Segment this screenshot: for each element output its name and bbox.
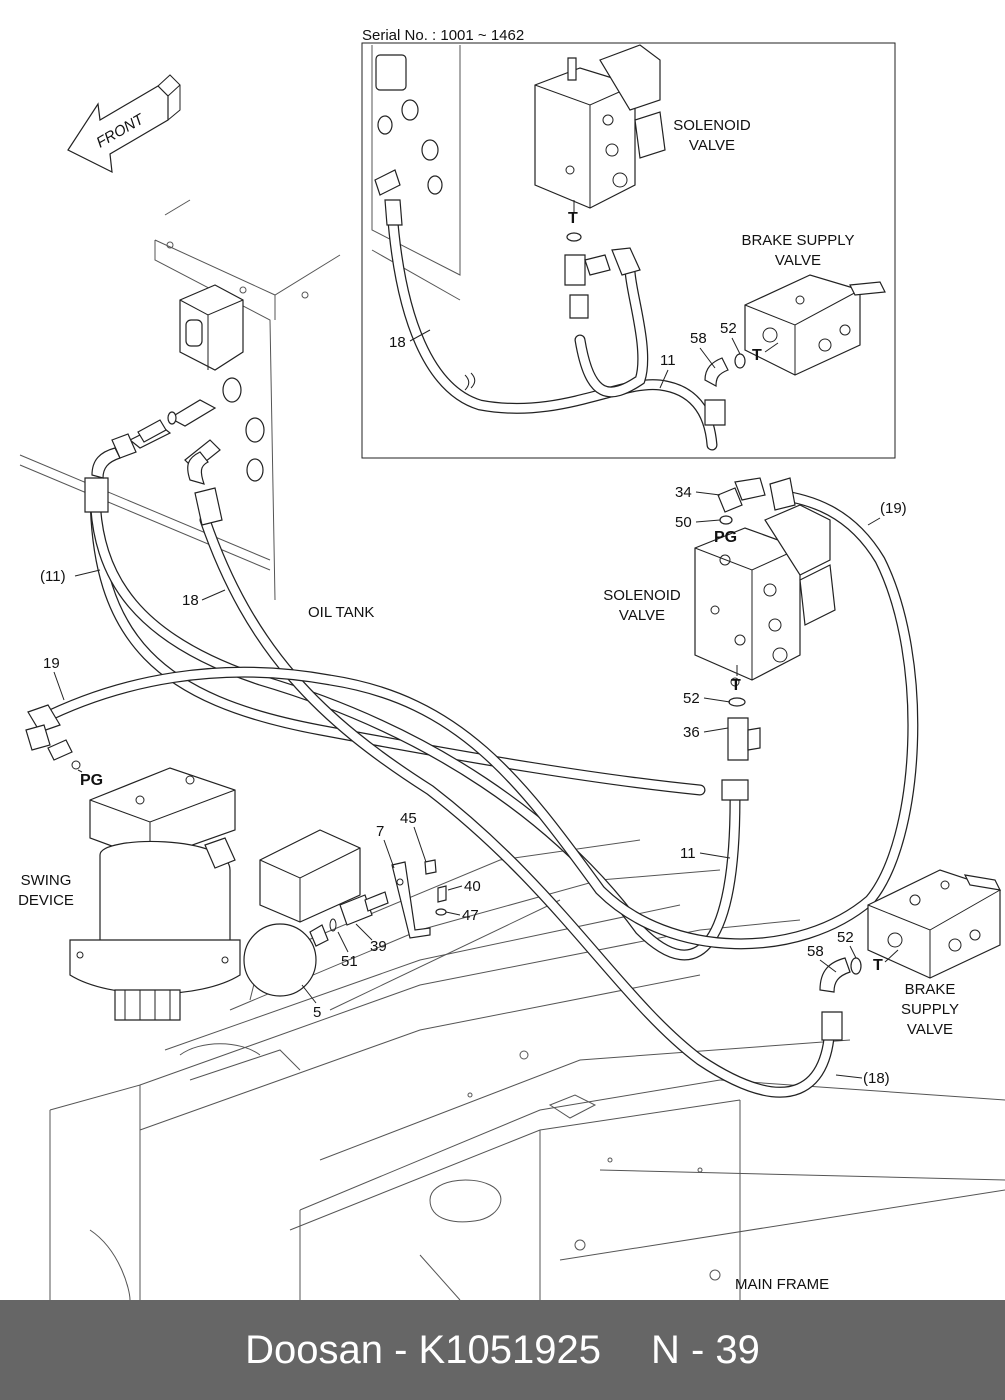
callout-19-paren: (19): [880, 500, 907, 517]
bracket-cover: [259, 829, 361, 923]
bracket-7: [391, 859, 447, 939]
callout-58-brake: 58: [807, 943, 824, 960]
solenoid-label-1: SOLENOID: [603, 587, 681, 604]
callout-19-left: 19: [43, 655, 60, 672]
brake-label-1: BRAKE: [905, 981, 956, 998]
inset-brake-label-2: VALVE: [775, 252, 821, 269]
callout-36: 36: [683, 724, 700, 741]
swing-device: [69, 767, 241, 1021]
callout-47: 47: [462, 907, 479, 924]
fitting-36-tee: [727, 697, 761, 761]
inset-callout-58: 58: [690, 330, 707, 347]
main-frame-label: MAIN FRAME: [735, 1276, 829, 1293]
port-pg-swing: PG: [80, 772, 103, 789]
footer-brand: Doosan: [245, 1327, 383, 1372]
inset-panel: Serial No. : 1001 ~ 1462: [361, 27, 896, 459]
serial-number-label: Serial No. : 1001 ~ 1462: [362, 27, 524, 44]
swing-device-label-2: DEVICE: [18, 892, 74, 909]
brake-label-3: VALVE: [907, 1021, 953, 1038]
brake-supply-valve-main: [867, 869, 1002, 979]
solenoid-valve-main: [694, 504, 836, 687]
callout-40: 40: [464, 878, 481, 895]
oil-tank-label: OIL TANK: [308, 604, 374, 621]
block-39: [339, 891, 389, 926]
inset-callout-52: 52: [720, 320, 737, 337]
main-frame-structure: [49, 839, 1005, 1300]
callout-18-left: 18: [182, 592, 199, 609]
footer-part-number: K1051925: [418, 1327, 601, 1372]
inset-solenoid-label-2: VALVE: [689, 137, 735, 154]
port-pg-solenoid: PG: [714, 529, 737, 546]
footer-page-ref: N - 39: [650, 1327, 760, 1372]
callout-18-paren: (18): [863, 1070, 890, 1087]
inset-solenoid-label-1: SOLENOID: [673, 117, 751, 134]
callout-5: 5: [313, 1004, 321, 1021]
inset-callout-18: 18: [389, 334, 406, 351]
oil-tank-outline: [19, 199, 341, 601]
inset-callout-11: 11: [660, 352, 676, 369]
brake-label-2: SUPPLY: [901, 1001, 959, 1018]
callout-50: 50: [675, 514, 692, 531]
callout-45: 45: [400, 810, 417, 827]
swing-device-label-1: SWING: [21, 872, 72, 889]
callout-11-right: 11: [680, 845, 696, 862]
footer-bar: Doosan - K1051925 N - 39: [0, 1300, 1005, 1400]
front-direction-arrow: FRONT: [67, 74, 181, 174]
callout-52-brake: 52: [837, 929, 854, 946]
footer-separator: -: [382, 1327, 419, 1372]
inset-port-t-brake: T: [752, 347, 762, 364]
callout-52-solenoid: 52: [683, 690, 700, 707]
callout-51: 51: [341, 953, 358, 970]
hose-19-main: [34, 489, 919, 950]
callout-11-paren: (11): [40, 568, 66, 585]
fitting-58-elbow-main: [819, 957, 862, 993]
callout-39: 39: [370, 938, 387, 955]
inset-brake-label-1: BRAKE SUPPLY: [741, 232, 854, 249]
callout-7: 7: [376, 823, 384, 840]
port-t-solenoid: T: [731, 677, 741, 694]
main-labels: OIL TANK SWING DEVICE MAIN FRAME SOLENOI…: [18, 484, 959, 1293]
fitting-34-elbow: [717, 477, 766, 525]
hose-11-main: [89, 484, 741, 961]
inset-port-t-top: T: [568, 210, 578, 227]
hydraulic-parts-diagram: FRONT: [18, 27, 1005, 1300]
tank-port-block: [128, 284, 265, 482]
port-t-brake: T: [873, 957, 883, 974]
solenoid-label-2: VALVE: [619, 607, 665, 624]
accumulator-5: [243, 918, 337, 997]
hose-fittings-main: [25, 419, 843, 1041]
callout-34: 34: [675, 484, 692, 501]
